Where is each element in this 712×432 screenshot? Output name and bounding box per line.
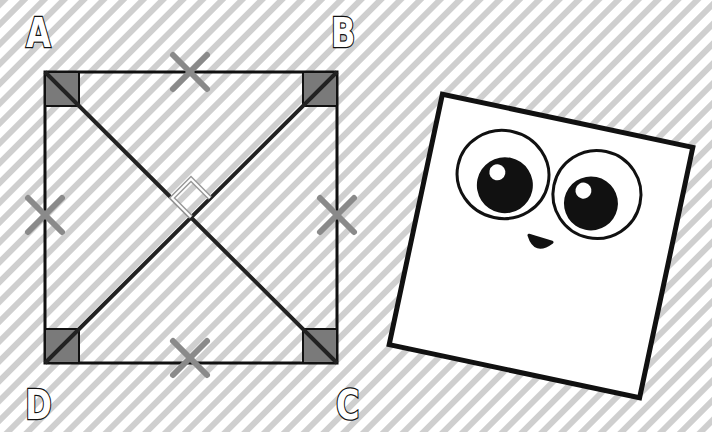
vertex-label: B (331, 13, 355, 53)
square-character (389, 94, 693, 398)
vertex-label: A (26, 13, 51, 53)
vertex-label: D (25, 385, 52, 425)
square-figure (28, 55, 354, 375)
vertex-label: C (336, 385, 359, 425)
